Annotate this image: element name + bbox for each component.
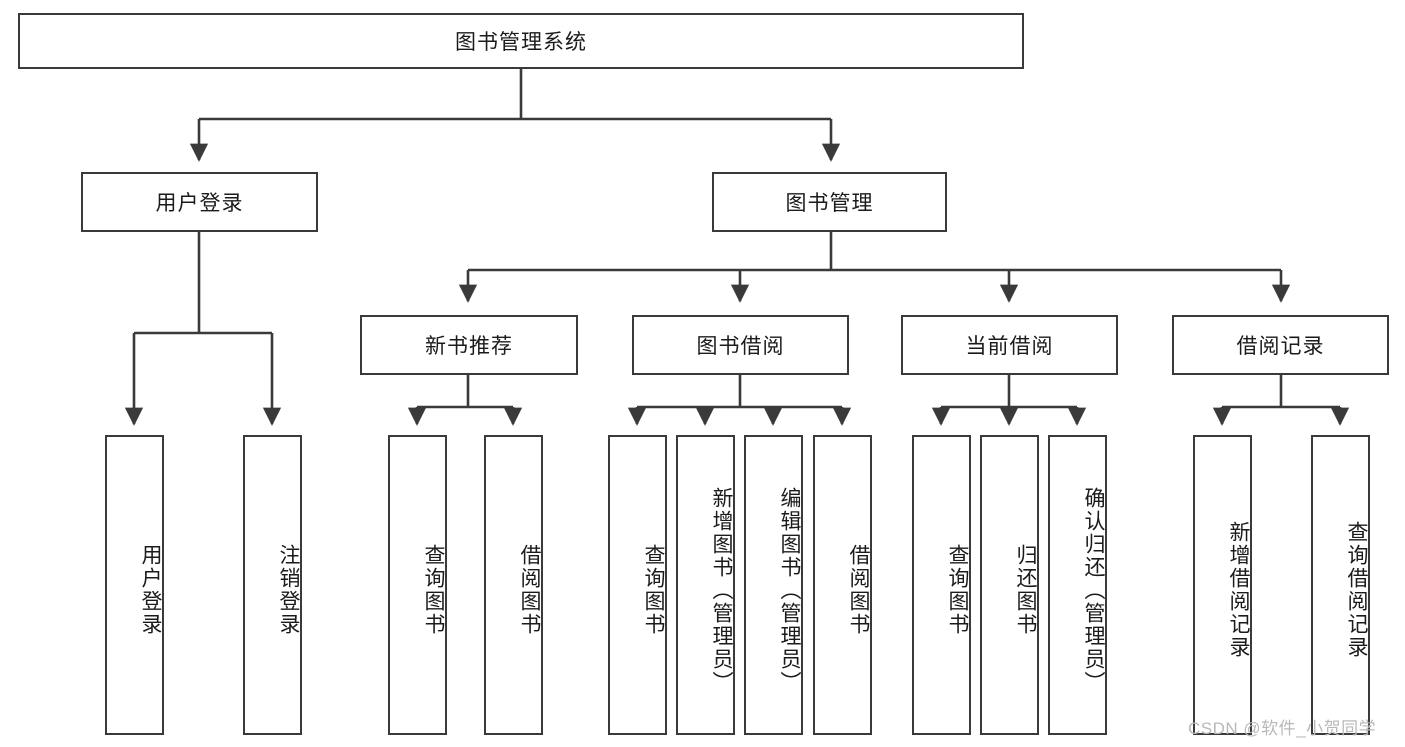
node-label: 编辑图书（管理员） xyxy=(778,486,801,694)
leaf-borrow-record-add-record[interactable]: 新增借阅记录 xyxy=(1193,435,1252,735)
leaf-borrow-record-query-record[interactable]: 查询借阅记录 xyxy=(1311,435,1370,735)
node-label: 查询图书 xyxy=(946,544,969,636)
leaf-current-borrow-confirm-return-admin[interactable]: 确认归还（管理员） xyxy=(1048,435,1107,735)
node-label: 查询图书 xyxy=(422,544,445,636)
node-label: 查询借阅记录 xyxy=(1345,521,1368,659)
leaf-user-login-logout[interactable]: 注销登录 xyxy=(243,435,302,735)
node-label: 图书借阅 xyxy=(696,335,785,358)
node-borrow-record[interactable]: 借阅记录 xyxy=(1172,315,1389,375)
node-current-borrow[interactable]: 当前借阅 xyxy=(901,315,1118,375)
leaf-book-borrow-add-book-admin[interactable]: 新增图书（管理员） xyxy=(676,435,735,735)
node-label: 注销登录 xyxy=(277,544,300,636)
leaf-book-borrow-borrow-book[interactable]: 借阅图书 xyxy=(813,435,872,735)
node-label: 用户登录 xyxy=(139,544,162,636)
node-label: 确认归还（管理员） xyxy=(1082,486,1105,694)
node-book-management[interactable]: 图书管理 xyxy=(712,172,947,232)
node-label: 新增图书（管理员） xyxy=(710,486,733,694)
node-label: 查询图书 xyxy=(642,544,665,636)
node-label: 图书管理系统 xyxy=(455,31,587,54)
leaf-new-book-borrow-book[interactable]: 借阅图书 xyxy=(484,435,543,735)
leaf-user-login-login[interactable]: 用户登录 xyxy=(105,435,164,735)
node-label: 归还图书 xyxy=(1014,544,1037,636)
leaf-current-borrow-query-book[interactable]: 查询图书 xyxy=(912,435,971,735)
leaf-book-borrow-edit-book-admin[interactable]: 编辑图书（管理员） xyxy=(744,435,803,735)
leaf-book-borrow-query-book[interactable]: 查询图书 xyxy=(608,435,667,735)
node-label: 借阅图书 xyxy=(847,544,870,636)
node-label: 借阅图书 xyxy=(518,544,541,636)
node-label: 图书管理 xyxy=(785,192,874,215)
node-label: 用户登录 xyxy=(155,192,244,215)
leaf-current-borrow-return-book[interactable]: 归还图书 xyxy=(980,435,1039,735)
node-label: 新书推荐 xyxy=(425,335,513,358)
node-label: 新增借阅记录 xyxy=(1227,521,1250,659)
watermark: CSDN @软件_小贺同学 xyxy=(1188,719,1377,738)
node-new-book-recommend[interactable]: 新书推荐 xyxy=(360,315,578,375)
node-root-book-management-system[interactable]: 图书管理系统 xyxy=(18,13,1024,69)
node-user-login[interactable]: 用户登录 xyxy=(81,172,318,232)
node-book-borrow[interactable]: 图书借阅 xyxy=(632,315,849,375)
node-label: 借阅记录 xyxy=(1236,335,1325,358)
leaf-new-book-query-book[interactable]: 查询图书 xyxy=(388,435,447,735)
node-label: 当前借阅 xyxy=(965,335,1054,358)
